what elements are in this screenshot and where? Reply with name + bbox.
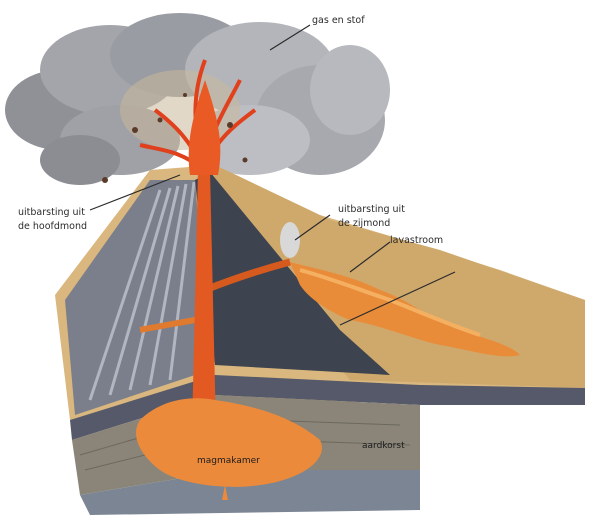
label-magma-chamber: magmakamer [197,456,260,466]
label-lava-flow: lavastroom [390,235,443,246]
label-crust: aardkorst [362,441,405,451]
label-gas: gas en stof [312,15,365,26]
side-vent-puff [280,222,300,258]
label-side-vent-1: uitbarsting uit [338,204,405,215]
label-main-vent-2: de hoofdmond [18,221,87,232]
label-main-vent-1: uitbarsting uit [18,207,85,218]
blank-area [420,405,590,522]
label-side-vent-2: de zijmond [338,218,390,229]
